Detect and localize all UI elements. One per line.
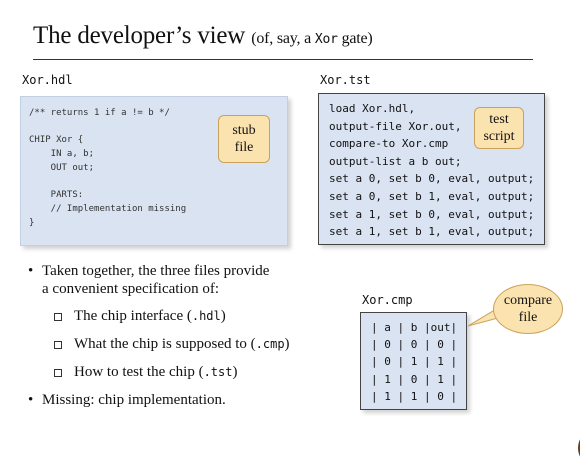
bullet-dot-icon: • (28, 392, 34, 408)
bullet-item: • Missing: chip implementation. (28, 392, 226, 408)
sub-bullet-item: How to test the chip (.tst) (54, 363, 290, 381)
stub-file-callout: stub file (218, 115, 270, 163)
slide-title: The developer’s view (of, say, a Xor gat… (33, 22, 373, 50)
bullet-dot-icon: • (28, 263, 34, 279)
square-bullet-icon (54, 341, 62, 349)
sub-bullet-item: What the chip is supposed to (.cmp) (54, 335, 290, 353)
edge-decoration (578, 439, 580, 457)
hdl-filename: Xor.hdl (22, 73, 73, 87)
slide-title-main: The developer’s view (33, 22, 246, 49)
square-bullet-icon (54, 369, 62, 377)
bullet-item: • Taken together, the three files provid… (28, 263, 270, 297)
sub-bullet-item: The chip interface (.hdl) (54, 307, 290, 325)
test-script-callout: test script (474, 107, 524, 149)
compare-file-callout: compare file (493, 284, 563, 334)
cmp-filename: Xor.cmp (362, 293, 413, 307)
hdl-code: /** returns 1 if a != b */ CHIP Xor { IN… (29, 108, 187, 228)
bullet-list: • Taken together, the three files provid… (28, 262, 290, 409)
compare-callout-tail (468, 307, 498, 327)
slide-title-subtitle: (of, say, a Xor gate) (251, 30, 373, 47)
cmp-code-panel: | a | b |out| | 0 | 0 | 0 | | 0 | 1 | 1 … (360, 312, 467, 410)
tst-code: load Xor.hdl, output-file Xor.out, compa… (329, 102, 535, 239)
square-bullet-icon (54, 313, 62, 321)
tst-filename: Xor.tst (320, 73, 371, 87)
sub-bullet-list: The chip interface (.hdl) What the chip … (54, 307, 290, 381)
cmp-code: | a | b |out| | 0 | 0 | 0 | | 0 | 1 | 1 … (371, 321, 458, 403)
title-underline (33, 59, 533, 60)
